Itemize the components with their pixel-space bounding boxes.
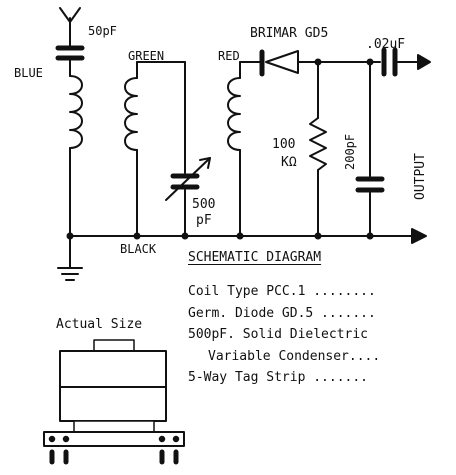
red-coil <box>227 61 263 237</box>
resistor-100k <box>309 61 327 237</box>
label-var-cap-unit: pF <box>196 213 212 228</box>
green-coil <box>124 61 186 237</box>
tag-strip-illustration <box>43 339 185 465</box>
diode-gd5 <box>259 49 381 77</box>
ground-bus <box>69 228 427 244</box>
label-diode: BRIMAR GD5 <box>250 26 329 41</box>
parts-list: Coil Type PCC.1 ........ Germ. Diode GD.… <box>188 281 450 389</box>
label-actual-size: Actual Size <box>56 317 143 332</box>
parts-list-item: Variable Condenser.... <box>208 348 381 364</box>
capacitor-002uf <box>381 47 431 77</box>
variable-capacitor-500pf <box>165 61 211 237</box>
label-var-cap-value: 500 <box>192 197 216 212</box>
label-cap-200pf: 200pF <box>343 133 357 170</box>
label-resistor-value: 100 <box>272 137 296 152</box>
parts-list-item: 500pF. Solid Dielectric <box>188 327 369 342</box>
label-cap-50pf: 50pF <box>88 24 117 38</box>
schematic-title: SCHEMATIC DIAGRAM <box>188 250 322 265</box>
label-cap-002uf: .02uF <box>366 37 406 52</box>
junction-dots <box>66 58 374 240</box>
label-green: GREEN <box>128 49 165 63</box>
label-output: OUTPUT <box>413 153 428 200</box>
blue-coil <box>69 75 83 237</box>
label-black: BLACK <box>120 242 157 256</box>
label-resistor-unit: KΩ <box>281 155 297 170</box>
label-blue: BLUE <box>14 66 43 80</box>
parts-list-item: 5-Way Tag Strip ....... <box>188 370 369 385</box>
capacitor-50pf <box>55 45 85 77</box>
parts-list-item: Germ. Diode GD.5 ....... <box>188 305 376 321</box>
capacitor-200pf <box>355 61 385 237</box>
parts-list-item: Coil Type PCC.1 ........ <box>188 284 376 299</box>
antenna-symbol <box>59 7 81 49</box>
ground-symbol <box>57 235 83 281</box>
label-red: RED <box>218 49 240 63</box>
